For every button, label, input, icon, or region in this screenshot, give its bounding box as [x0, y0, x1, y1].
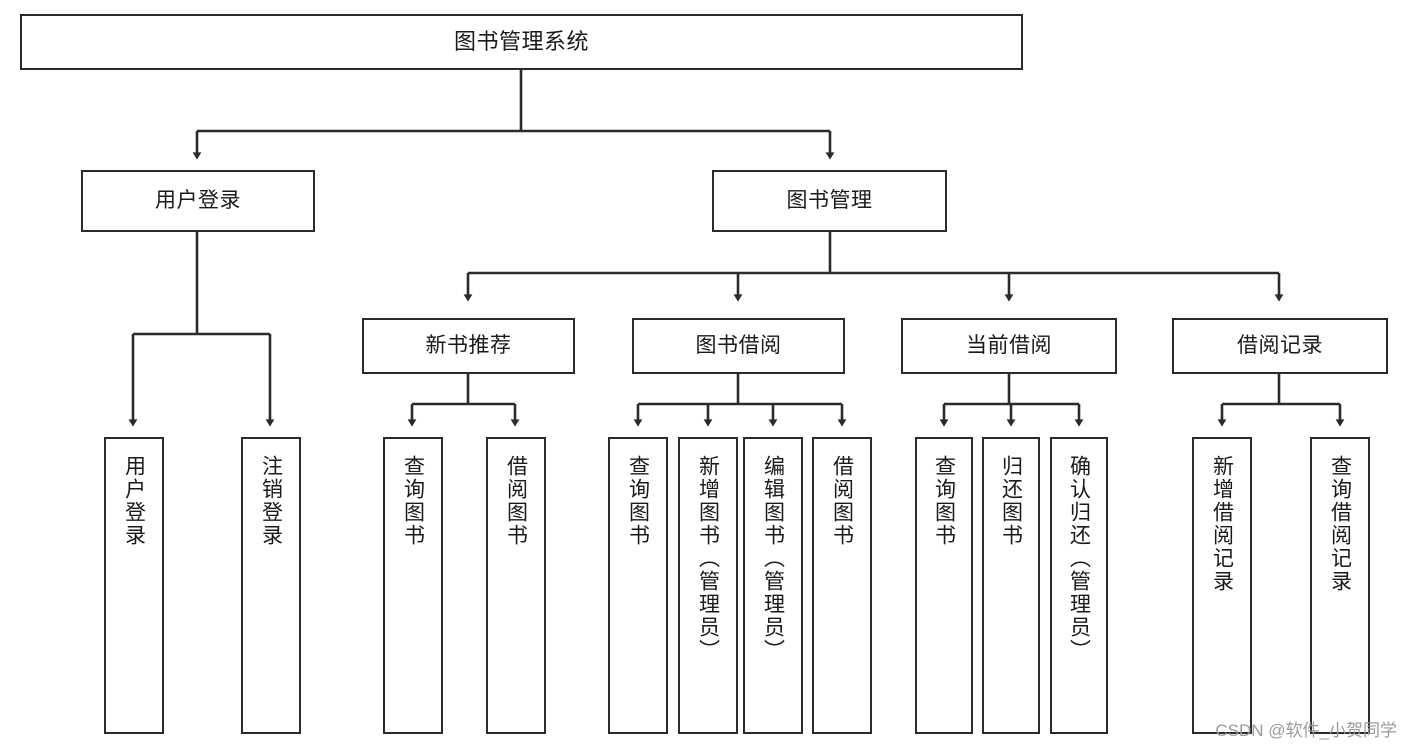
leaf-recommend-borrow-book[interactable]: 借阅图书 [486, 437, 546, 734]
leaf-borrow-query-book[interactable]: 查询图书 [608, 437, 668, 734]
node-label: 图书管理系统 [453, 29, 589, 55]
leaf-recommend-query-book[interactable]: 查询图书 [383, 437, 443, 734]
node-label: 新书推荐 [425, 333, 512, 357]
node-label: 借阅图书 [504, 455, 528, 547]
node-root-system[interactable]: 图书管理系统 [20, 14, 1023, 70]
node-label: 归还图书 [999, 455, 1023, 547]
leaf-user-login[interactable]: 用户登录 [104, 437, 164, 734]
node-new-book-recommendation[interactable]: 新书推荐 [362, 318, 575, 374]
leaf-record-add-record[interactable]: 新增借阅记录 [1192, 437, 1252, 734]
leaf-user-logout[interactable]: 注销登录 [241, 437, 301, 734]
node-label: 用户登录 [122, 455, 146, 547]
node-label: 新增借阅记录 [1210, 455, 1234, 593]
leaf-borrow-add-book[interactable]: 新增图书（管理员） [678, 437, 738, 734]
node-label: 借阅记录 [1237, 333, 1323, 357]
leaf-current-return-book[interactable]: 归还图书 [982, 437, 1040, 734]
node-label: 当前借阅 [966, 333, 1052, 357]
node-label: 借阅图书 [830, 455, 854, 547]
leaf-borrow-edit-book[interactable]: 编辑图书（管理员） [743, 437, 803, 734]
node-label: 确认归还（管理员） [1067, 455, 1091, 662]
node-label: 用户登录 [155, 188, 241, 212]
leaf-borrow-borrow-book[interactable]: 借阅图书 [812, 437, 872, 734]
node-label: 新增图书（管理员） [696, 455, 720, 662]
node-book-management[interactable]: 图书管理 [712, 170, 947, 232]
node-label: 图书借阅 [695, 333, 782, 357]
csdn-watermark: CSDN @软件_小贺同学 [1215, 721, 1397, 740]
node-label: 查询图书 [626, 455, 650, 547]
leaf-current-query-book[interactable]: 查询图书 [915, 437, 973, 734]
node-current-borrowing[interactable]: 当前借阅 [901, 318, 1117, 374]
node-label: 查询图书 [932, 455, 956, 547]
node-book-borrowing[interactable]: 图书借阅 [632, 318, 845, 374]
node-label: 查询借阅记录 [1328, 455, 1352, 593]
leaf-current-confirm-return[interactable]: 确认归还（管理员） [1050, 437, 1108, 734]
node-borrowing-records[interactable]: 借阅记录 [1172, 318, 1388, 374]
node-label: 编辑图书（管理员） [761, 455, 785, 662]
leaf-record-query-record[interactable]: 查询借阅记录 [1310, 437, 1370, 734]
node-label: 图书管理 [786, 188, 873, 212]
node-label: 查询图书 [401, 455, 425, 547]
node-label: 注销登录 [259, 455, 283, 547]
node-user-login[interactable]: 用户登录 [81, 170, 315, 232]
